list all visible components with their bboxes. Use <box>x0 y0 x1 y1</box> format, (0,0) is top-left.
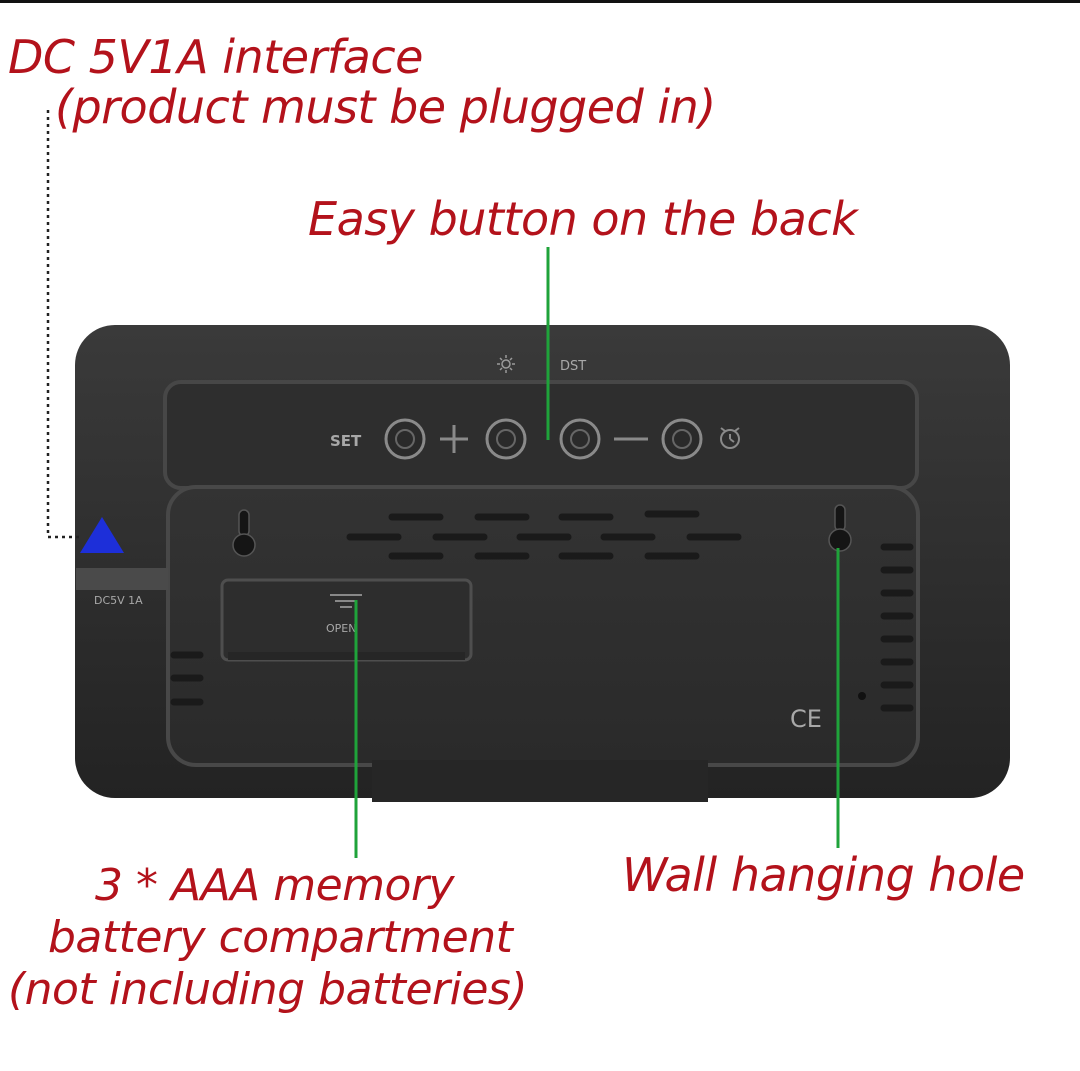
set-button[interactable] <box>384 418 426 460</box>
dc-port-label: DC5V 1A <box>94 594 143 607</box>
set-label: SET <box>330 432 362 450</box>
minus-button[interactable] <box>661 418 703 460</box>
battery-compartment[interactable] <box>220 578 473 662</box>
dst-label: DST <box>560 359 586 374</box>
alarm-bell-icon <box>720 427 740 449</box>
reset-pinhole <box>858 692 866 700</box>
side-vents-right <box>880 543 914 712</box>
open-arrow-icon <box>330 594 362 608</box>
speaker-vents <box>346 510 742 560</box>
triangle-arrow-icon <box>80 517 124 553</box>
plus-icon <box>440 425 468 453</box>
battery-label-line3: (not including batteries) <box>8 964 528 1015</box>
dc-port-slot <box>76 568 168 590</box>
open-label: OPEN <box>326 622 356 635</box>
wall-hanging-hole-left <box>232 509 256 557</box>
plus-button[interactable] <box>485 418 527 460</box>
dc-leader-line <box>46 110 82 539</box>
dst-button[interactable] <box>559 418 601 460</box>
easy-button-label: Easy button on the back <box>308 192 858 246</box>
brightness-sun-icon <box>497 355 515 373</box>
button-panel <box>163 380 919 490</box>
battery-label-line2: battery compartment <box>48 912 513 963</box>
ce-mark: CE <box>790 705 822 733</box>
battery-label-line1: 3 * AAA memory <box>95 860 455 911</box>
dc-interface-title: DC 5V1A interface <box>8 30 423 84</box>
wall-hanging-hole-right <box>828 504 852 552</box>
stand-notch <box>372 760 708 802</box>
wall-hole-label: Wall hanging hole <box>622 848 1025 902</box>
dc-interface-note: (product must be plugged in) <box>55 80 716 134</box>
side-vents-left <box>170 651 204 706</box>
top-border <box>0 0 1080 3</box>
